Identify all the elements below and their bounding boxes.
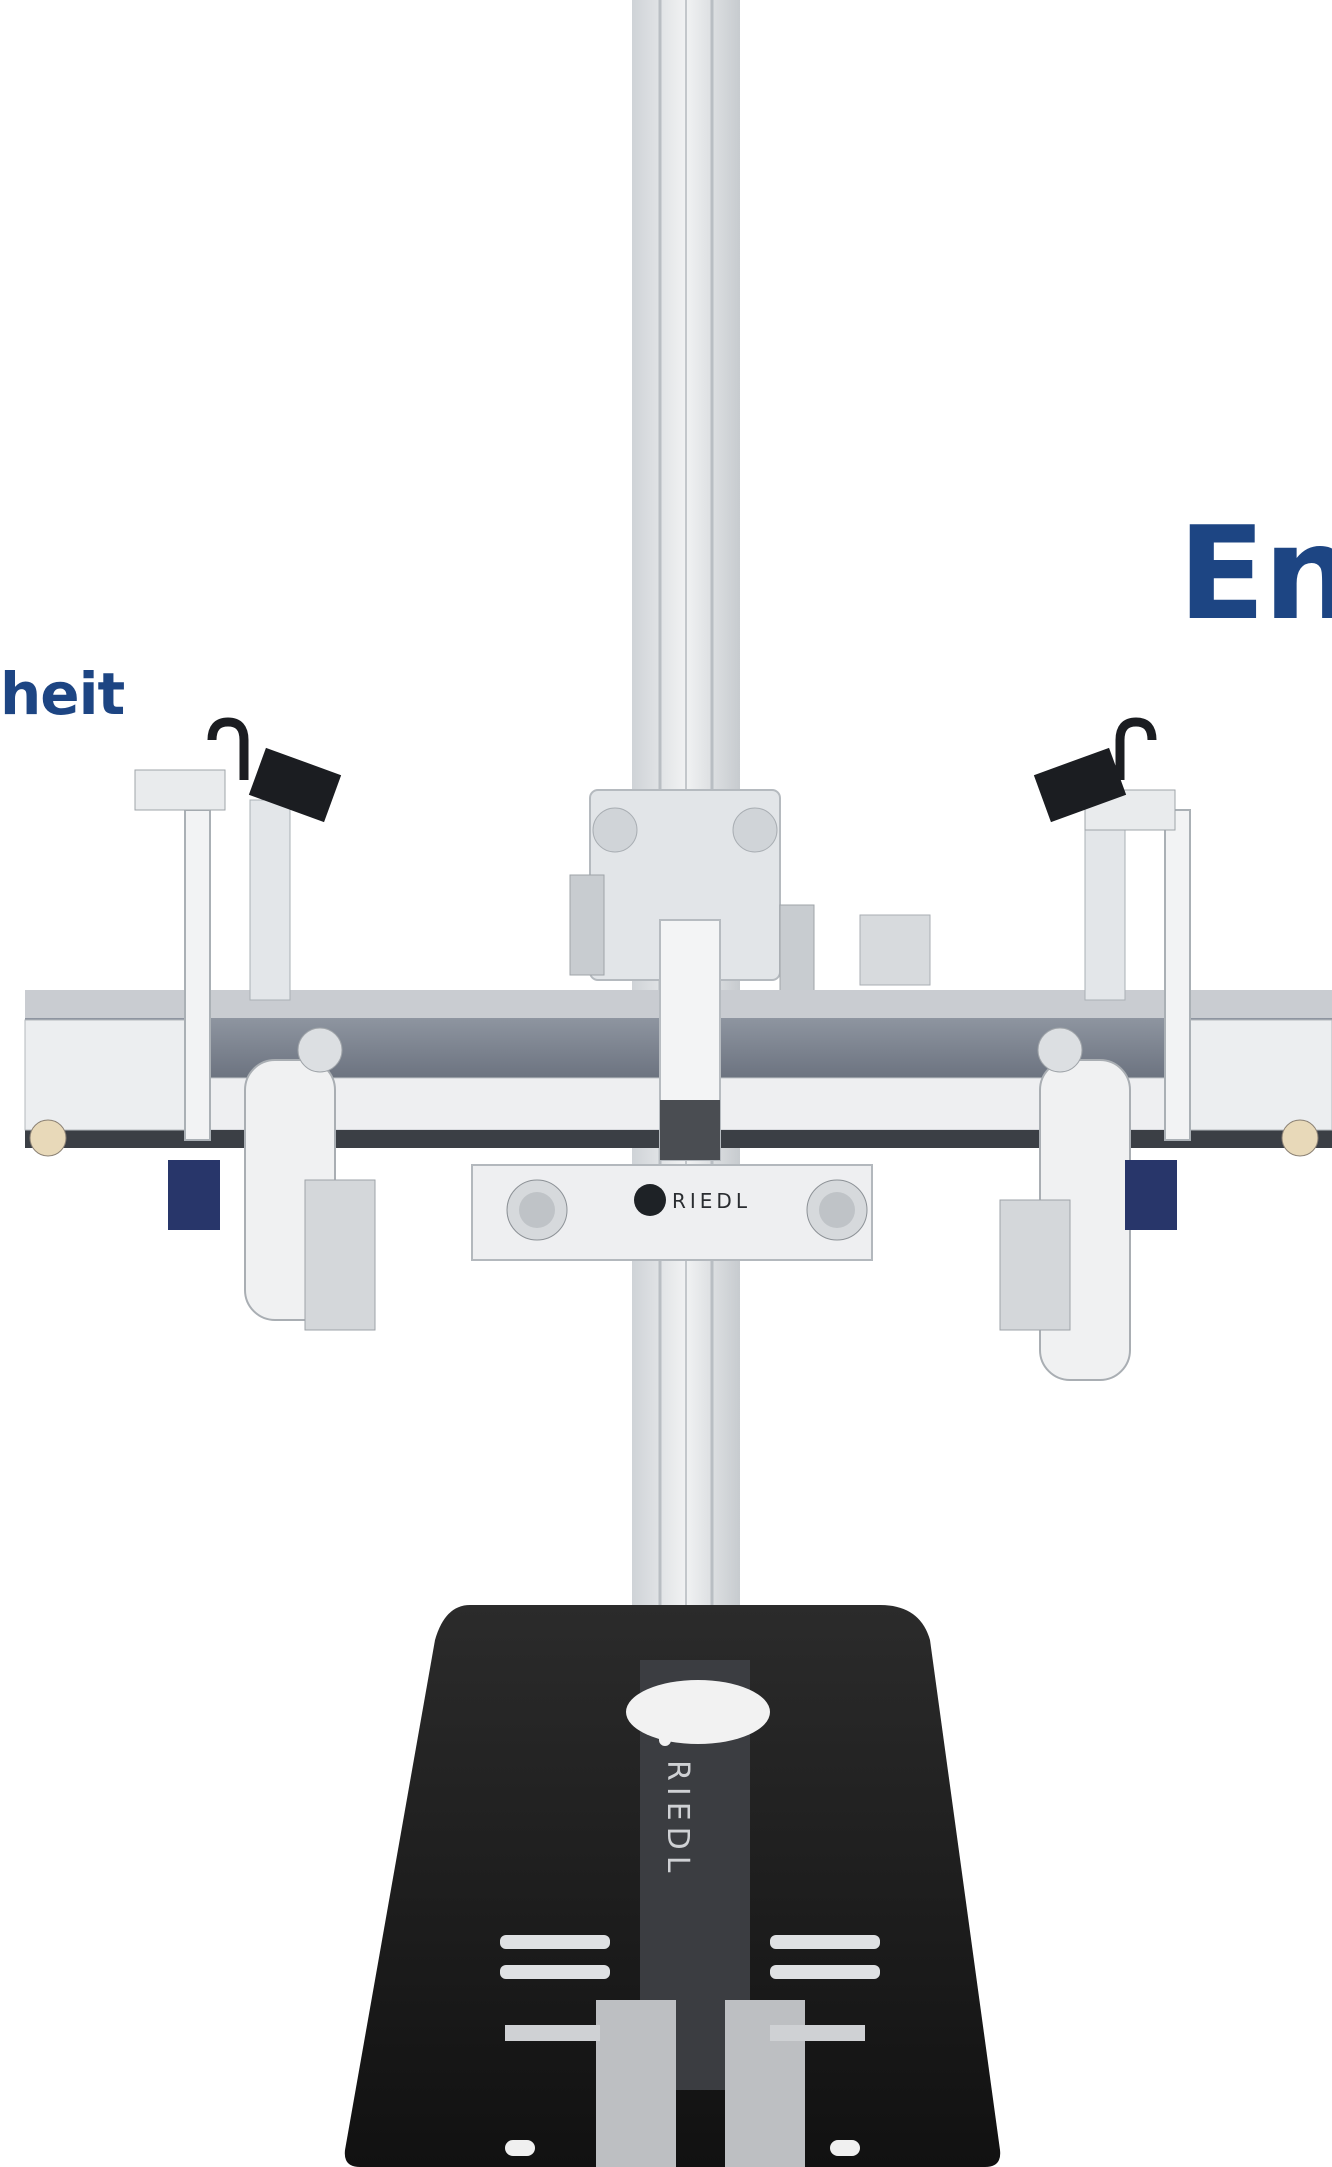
base-brand-label: RIEDL	[660, 1760, 695, 1878]
left-gripper	[134, 717, 376, 1331]
black-base: RIEDL	[344, 1605, 1001, 2167]
control-box-brand-label: RIEDL	[672, 1189, 751, 1213]
control-box: RIEDL	[471, 1164, 873, 1261]
caption-left-fragment: heit	[0, 660, 125, 728]
carriage-block	[569, 789, 931, 1026]
caption-right-fragment: En	[1178, 500, 1332, 649]
right-gripper	[999, 717, 1191, 1381]
conveyor-bar	[24, 990, 1332, 1157]
center-slider	[659, 919, 721, 1161]
